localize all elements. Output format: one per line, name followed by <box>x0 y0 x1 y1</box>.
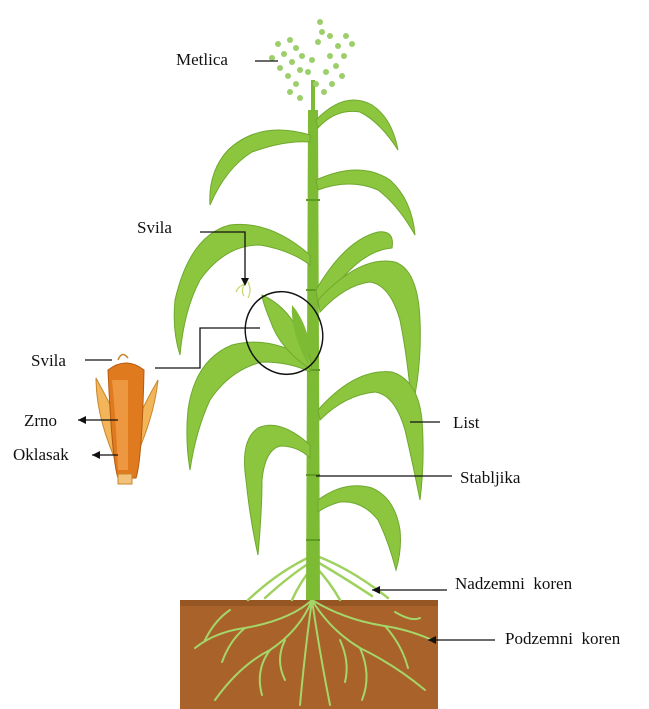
label-nadzemni-koren: Nadzemni koren <box>455 575 572 592</box>
label-podzemni-koren: Podzemni koren <box>505 630 620 647</box>
label-oklasak: Oklasak <box>13 446 69 463</box>
corn-ear-illustration <box>96 354 158 484</box>
label-stabljika: Stabljika <box>460 469 520 486</box>
label-list: List <box>453 414 479 431</box>
label-svila-plant: Svila <box>137 219 172 236</box>
label-zrno: Zrno <box>24 412 57 429</box>
label-metlica: Metlica <box>176 51 228 68</box>
label-svila-ear: Svila <box>31 352 66 369</box>
silk-tuft <box>236 282 250 298</box>
